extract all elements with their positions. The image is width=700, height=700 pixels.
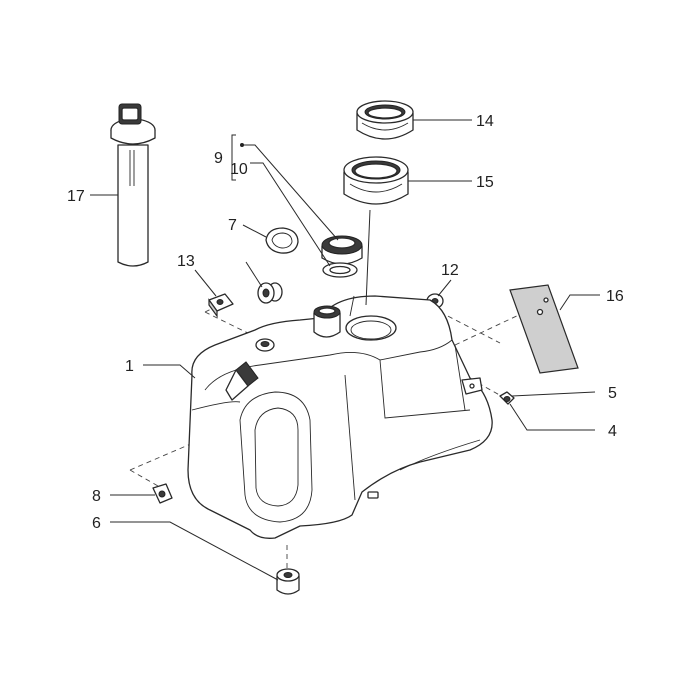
- clamp-part: [265, 227, 299, 254]
- callout-13: 14: [476, 113, 494, 130]
- filler-cap-part: [321, 235, 363, 265]
- callout-9: 9: [214, 150, 223, 167]
- clip-part: [152, 483, 173, 504]
- plate-part: [509, 284, 579, 374]
- callout-10: 10: [230, 161, 248, 178]
- callout-16: 17: [67, 188, 85, 205]
- leader-lines: [90, 119, 600, 581]
- nut-and-screw-part: [499, 391, 515, 405]
- clip-nut-part: [208, 293, 234, 318]
- callout-14: 15: [476, 174, 494, 191]
- callout-8: 8: [92, 488, 101, 505]
- ring-nut-part: [356, 100, 414, 140]
- fuel-level-sender-part: [110, 103, 156, 267]
- callout-12: 13: [177, 253, 195, 270]
- callout-5: 5: [608, 385, 617, 402]
- callout-6: 6: [92, 515, 101, 532]
- gasket-part: [322, 262, 358, 278]
- grommet-part: [257, 282, 283, 304]
- callout-11: 12: [441, 262, 459, 279]
- rubber-mount-part: [276, 568, 300, 595]
- callout-labels: 17 14 15 9 10 7 13 12 16 1 5 4 8 6: [67, 113, 624, 532]
- callout-7: 7: [228, 217, 237, 234]
- fuel-tank-part: [187, 295, 493, 539]
- callout-1: 1: [125, 358, 134, 375]
- callout-4: 4: [608, 423, 617, 440]
- callout-15: 16: [606, 288, 624, 305]
- large-ring-nut-part: [343, 156, 409, 205]
